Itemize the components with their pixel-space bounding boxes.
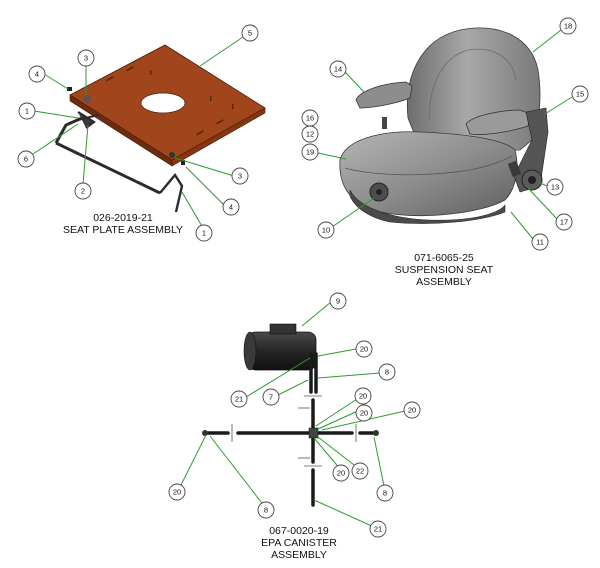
svg-text:21: 21 [235, 395, 243, 404]
callout-20-c: 20 [355, 404, 373, 422]
seat-plate-edge-right [171, 107, 266, 167]
callout-4-bottom: 4 [222, 198, 240, 216]
svg-text:20: 20 [337, 469, 345, 478]
callout-4-top: 4 [28, 65, 46, 83]
callout-1-bottom: 1 [195, 224, 213, 242]
svg-text:3: 3 [238, 172, 242, 181]
svg-text:7: 7 [269, 393, 273, 402]
epa-canister-name-line1: EPA CANISTER [261, 537, 337, 549]
callout-20-d: 20 [403, 401, 421, 419]
suspension-seat-caption: 071-6065-25 SUSPENSION SEAT ASSEMBLY [374, 252, 514, 288]
svg-text:16: 16 [306, 114, 314, 123]
callout-20-e: 20 [332, 464, 350, 482]
svg-text:10: 10 [322, 226, 330, 235]
seat-plate-name: SEAT PLATE ASSEMBLY [62, 224, 184, 236]
callout-15: 15 [571, 85, 589, 103]
svg-text:6: 6 [24, 155, 28, 164]
svg-text:19: 19 [306, 148, 314, 157]
svg-text:2: 2 [81, 187, 85, 196]
callout-10: 10 [317, 221, 335, 239]
svg-text:20: 20 [359, 392, 367, 401]
seat-plate-hole [140, 92, 186, 114]
callout-13: 13 [546, 178, 564, 196]
callout-22: 22 [351, 462, 369, 480]
callout-18: 18 [559, 17, 577, 35]
seat-plate-slots [105, 66, 234, 136]
epa-canister-part-number: 067-0020-19 [269, 525, 329, 537]
epa-hoses [206, 352, 376, 507]
callout-20-a: 20 [355, 340, 373, 358]
leader-lines [32, 29, 573, 528]
seat-plate-bolts [67, 87, 185, 165]
callout-20-b: 20 [354, 387, 372, 405]
callout-8-a: 8 [378, 363, 396, 381]
svg-text:11: 11 [536, 238, 544, 247]
svg-text:12: 12 [306, 130, 314, 139]
suspension-seat-drawing [339, 27, 549, 224]
callout-5: 5 [241, 24, 259, 42]
epa-canister-drawing [202, 323, 379, 507]
suspension-seat-name-line1: SUSPENSION SEAT [394, 264, 494, 276]
seat-armrest-left [355, 81, 413, 109]
svg-text:4: 4 [229, 203, 233, 212]
epa-canister-caption: 067-0020-19 EPA CANISTER ASSEMBLY [239, 525, 359, 561]
callout-8-c: 8 [376, 484, 394, 502]
svg-text:8: 8 [264, 506, 268, 515]
callout-14: 14 [329, 60, 347, 78]
svg-text:18: 18 [564, 22, 572, 31]
callout-16: 16 [301, 109, 319, 127]
seat-plate-drawing [54, 44, 266, 213]
epa-canister [247, 331, 317, 371]
suspension-seat-name-line2: ASSEMBLY [416, 276, 472, 288]
callout-6: 6 [17, 150, 35, 168]
callout-20-f: 20 [168, 483, 186, 501]
callout-19: 19 [301, 143, 319, 161]
callout-2: 2 [74, 182, 92, 200]
svg-text:9: 9 [336, 297, 340, 306]
seat-slide-rail [54, 111, 184, 213]
callout-7: 7 [262, 388, 280, 406]
seat-suspension-base [349, 189, 506, 224]
svg-text:3: 3 [84, 54, 88, 63]
epa-hose-breaks [231, 395, 357, 467]
callout-3-top: 3 [77, 49, 95, 67]
svg-text:20: 20 [408, 406, 416, 415]
seat-plate-part-number: 026-2019-21 [93, 212, 153, 224]
callout-21-b: 21 [369, 520, 387, 538]
svg-text:22: 22 [356, 467, 364, 476]
callout-21-a: 21 [230, 390, 248, 408]
callout-17: 17 [555, 213, 573, 231]
svg-text:4: 4 [35, 70, 39, 79]
svg-text:8: 8 [383, 489, 387, 498]
svg-text:5: 5 [248, 29, 252, 38]
callout-3-bottom: 3 [231, 167, 249, 185]
svg-text:1: 1 [25, 107, 29, 116]
svg-text:14: 14 [334, 65, 342, 74]
epa-canister-name-line2: ASSEMBLY [271, 549, 327, 561]
svg-text:20: 20 [360, 345, 368, 354]
svg-text:8: 8 [385, 368, 389, 377]
svg-text:15: 15 [576, 90, 584, 99]
svg-text:1: 1 [202, 229, 206, 238]
svg-text:20: 20 [173, 488, 181, 497]
callout-8-b: 8 [257, 501, 275, 519]
svg-text:20: 20 [360, 409, 368, 418]
callout-1-left: 1 [18, 102, 36, 120]
callout-9: 9 [329, 292, 347, 310]
seat-plate-caption: 026-2019-21 SEAT PLATE ASSEMBLY [48, 212, 198, 236]
svg-text:17: 17 [560, 218, 568, 227]
suspension-seat-part-number: 071-6065-25 [414, 252, 474, 264]
callout-12: 12 [301, 125, 319, 143]
callout-11: 11 [531, 233, 549, 251]
svg-text:13: 13 [551, 183, 559, 192]
svg-text:21: 21 [374, 525, 382, 534]
